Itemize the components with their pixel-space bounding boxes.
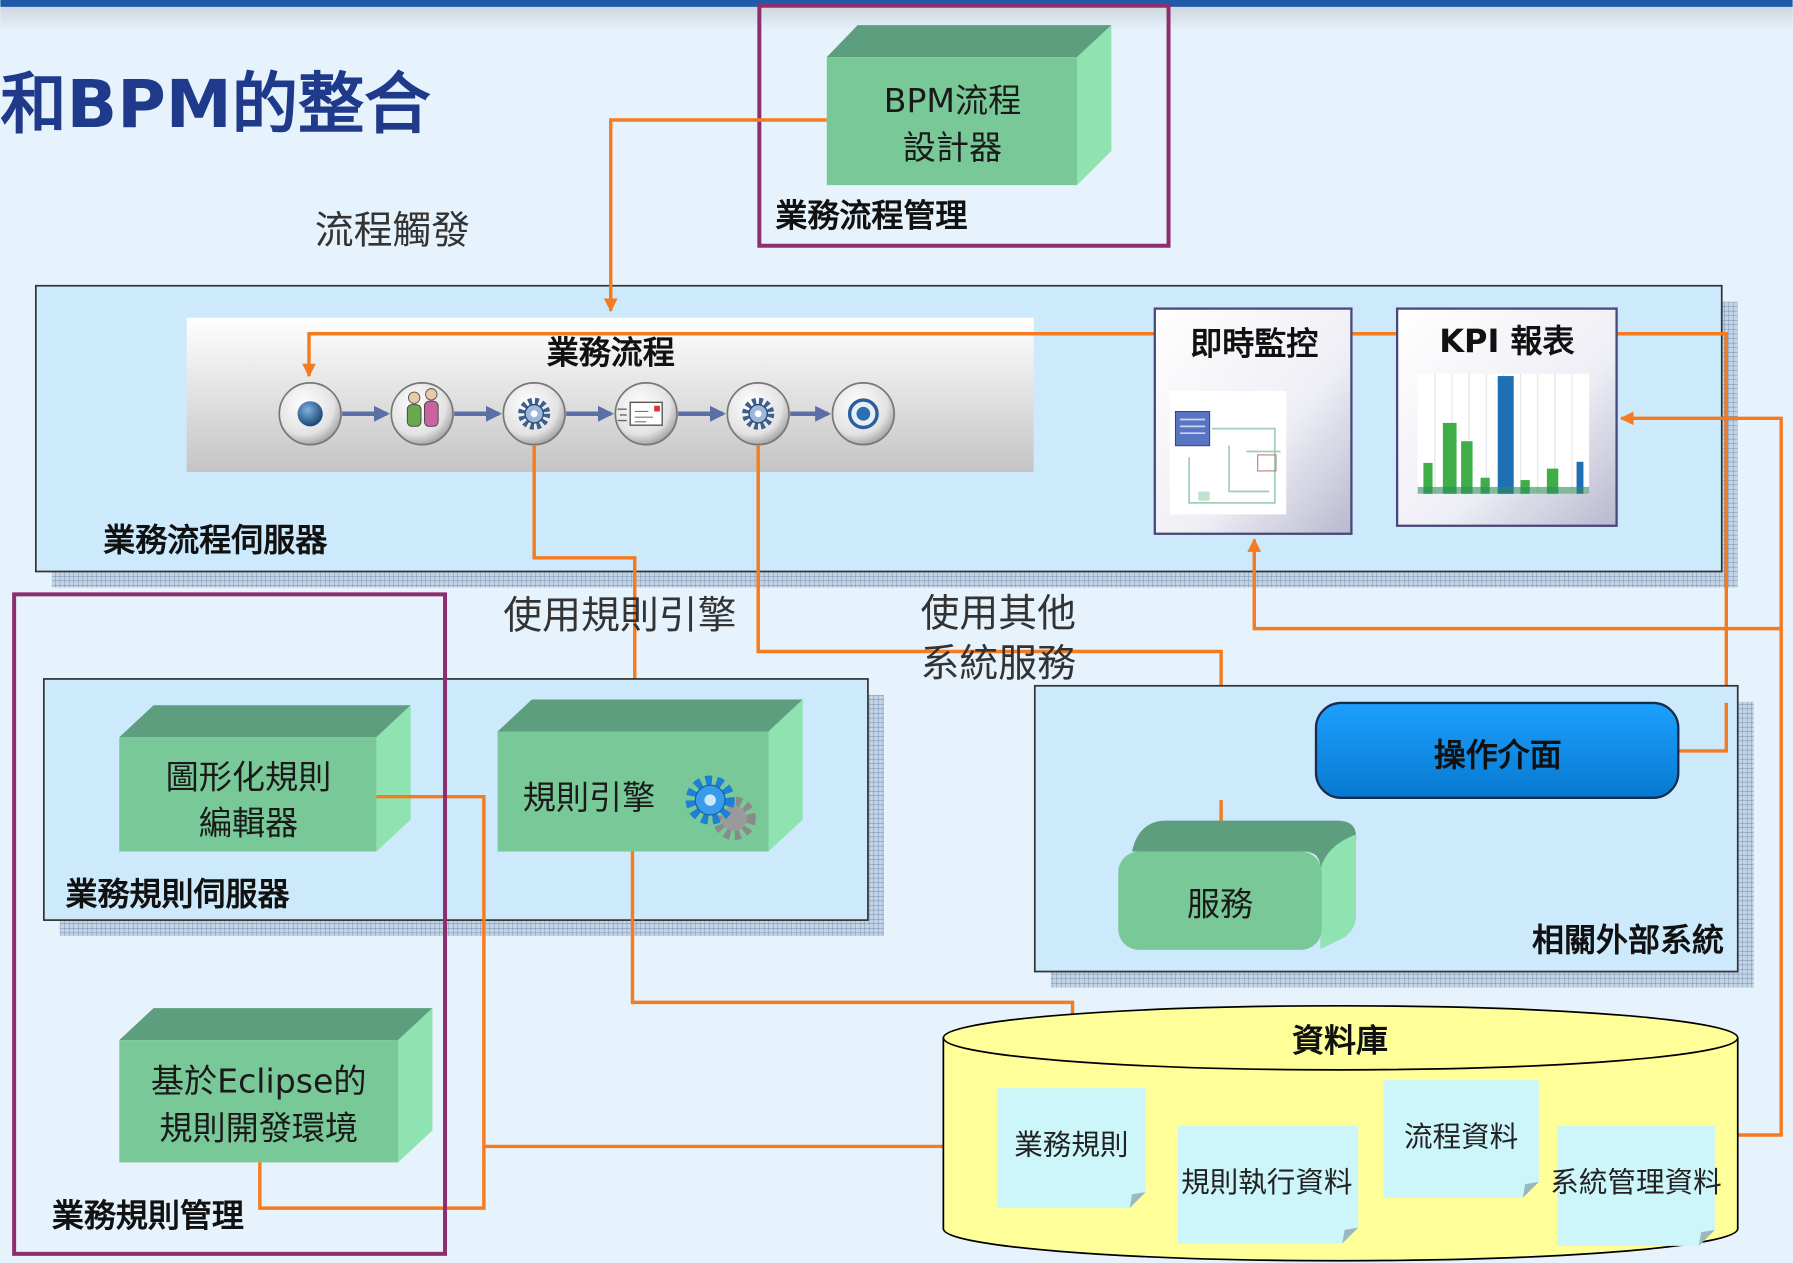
- rule-management-frame: [12, 592, 448, 1256]
- connector-to-rule-engine: [532, 445, 642, 728]
- connector-trigger: [603, 118, 827, 313]
- bpm-management-label: 業務流程管理: [775, 196, 967, 234]
- db-note-business-rules: 業務規則: [997, 1088, 1146, 1209]
- db-note-label: 規則執行資料: [1181, 1165, 1352, 1199]
- database-label: 資料庫: [1292, 1022, 1388, 1060]
- process-steps: [278, 382, 896, 446]
- header-stripe: [0, 0, 1793, 7]
- use-other-services-line1: 使用其他: [921, 591, 1076, 636]
- monitor-panel: 即時監控: [1153, 307, 1353, 535]
- rule-engine-label: 規則引擎: [523, 778, 656, 817]
- graphical-rule-editor-box: 圖形化規則 編輯器: [119, 705, 411, 852]
- bpm-management-frame: [757, 3, 1171, 248]
- use-rule-engine-label: 使用規則引擎: [503, 594, 736, 639]
- eclipse-dev-env-line1: 基於Eclipse的: [151, 1062, 367, 1101]
- bpm-designer-label-line1: BPM流程: [884, 81, 1022, 120]
- eclipse-dev-env-box: 基於Eclipse的 規則開發環境: [119, 1008, 433, 1163]
- gear-icon: [726, 382, 790, 446]
- connector-monitor-to-start: [302, 332, 1155, 378]
- kpi-bar: [1423, 462, 1433, 494]
- bpm-designer-box: BPM流程 設計器: [826, 25, 1112, 186]
- connector-eclipse-to-db: [258, 1146, 486, 1210]
- external-systems-label: 相關外部系統: [1532, 921, 1724, 959]
- rule-management-label: 業務規則管理: [52, 1196, 244, 1234]
- db-note-label: 系統管理資料: [1550, 1165, 1721, 1199]
- connector-editor-to-db: [376, 794, 994, 1154]
- bpm-designer-label-line2: 設計器: [903, 128, 1002, 167]
- connector-db-to-kpi: [1619, 411, 1783, 1137]
- envelope-icon: [614, 382, 678, 446]
- rule-engine-box: 規則引擎: [497, 699, 803, 852]
- kpi-bar: [1442, 422, 1457, 494]
- kpi-bar: [1576, 461, 1584, 494]
- service-label: 服務: [1187, 885, 1253, 924]
- operation-ui-label: 操作介面: [1434, 736, 1562, 774]
- use-other-services-line2: 系統服務: [921, 642, 1077, 687]
- monitor-title: 即時監控: [1190, 324, 1318, 362]
- people-icon: [390, 382, 454, 446]
- process-title: 業務流程: [547, 333, 675, 371]
- kpi-bar: [1461, 441, 1473, 494]
- db-note-system-admin-data: 系統管理資料: [1550, 1125, 1722, 1246]
- rule-server-label: 業務規則伺服器: [66, 875, 291, 913]
- monitor-thumbnail: [1169, 390, 1287, 515]
- gear-icon: [685, 775, 756, 841]
- process-server-label: 業務流程伺服器: [103, 521, 328, 559]
- end-event-icon: [831, 382, 896, 446]
- db-note-rule-execution-data: 規則執行資料: [1177, 1125, 1359, 1244]
- kpi-report-panel: KPI 報表: [1395, 307, 1618, 527]
- db-note-process-data: 流程資料: [1383, 1080, 1539, 1198]
- start-event-icon: [278, 382, 342, 446]
- kpi-title: KPI 報表: [1439, 322, 1574, 360]
- db-note-label: 業務規則: [1014, 1127, 1128, 1161]
- db-note-label: 流程資料: [1404, 1119, 1518, 1153]
- graphical-rule-editor-line2: 編輯器: [199, 803, 298, 842]
- process-trigger-label: 流程觸發: [315, 208, 470, 253]
- gear-icon: [502, 382, 566, 446]
- kpi-bar: [1497, 376, 1514, 494]
- operation-ui-box: 操作介面: [1314, 701, 1680, 799]
- kpi-bar: [1480, 477, 1490, 494]
- connector-operation-ui-edge: [1678, 702, 1729, 753]
- page-title: 和BPM的整合: [0, 65, 431, 143]
- kpi-chart-thumbnail: [1417, 373, 1590, 494]
- service-box: 服務: [1118, 820, 1357, 950]
- eclipse-dev-env-line2: 規則開發環境: [159, 1109, 358, 1148]
- kpi-bar: [1546, 468, 1559, 494]
- connector-db-to-monitor: [1247, 538, 1782, 631]
- graphical-rule-editor-line1: 圖形化規則: [166, 758, 332, 797]
